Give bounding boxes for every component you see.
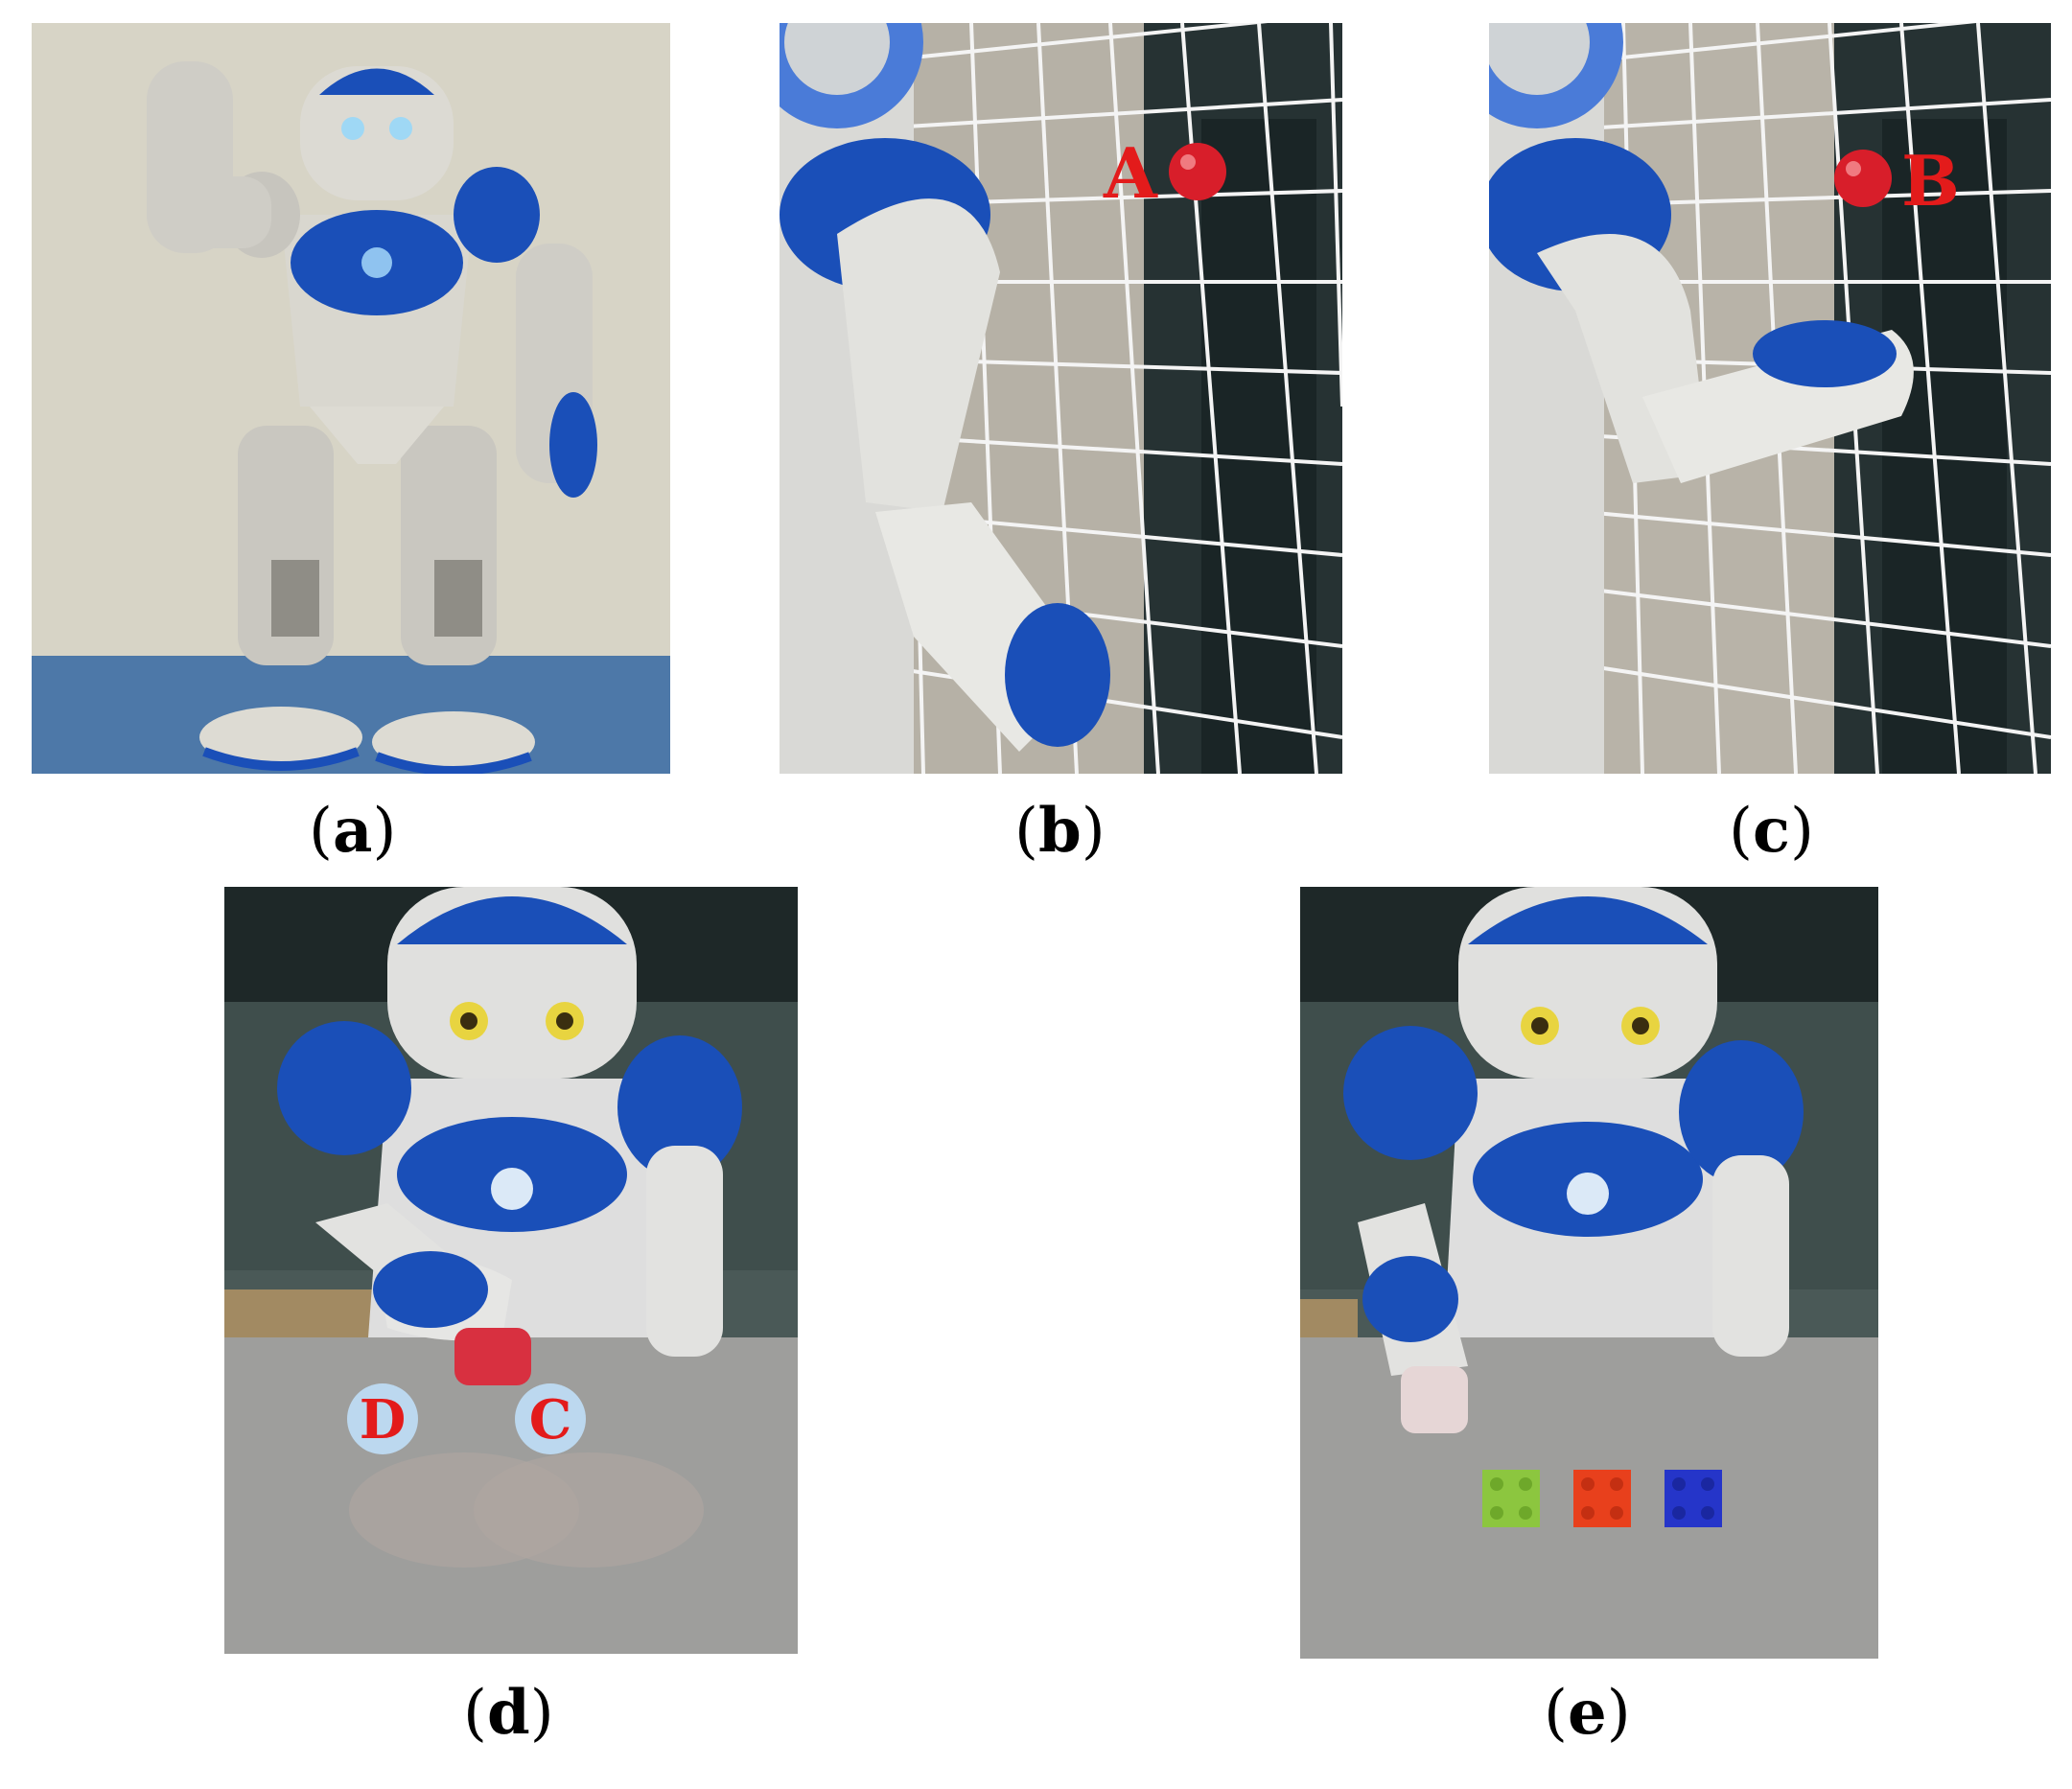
robot-arm-point-b-photo: B bbox=[1489, 23, 2051, 774]
marker-d-label: D bbox=[360, 1388, 407, 1452]
panel-b-image: A bbox=[780, 23, 1342, 774]
panel-e-image bbox=[1300, 887, 1878, 1659]
marker-b-label: B bbox=[1901, 140, 1960, 221]
robot-arm-point-a-photo: A bbox=[780, 23, 1342, 774]
caption-c: (c) bbox=[1729, 795, 1814, 867]
marker-c-label: C bbox=[529, 1388, 572, 1452]
marker-a-label: A bbox=[1103, 132, 1158, 214]
blue-block bbox=[1665, 1470, 1722, 1527]
robot-standing-photo bbox=[32, 23, 670, 774]
panel-a-image bbox=[32, 23, 670, 774]
robot-table-markers-photo: D C bbox=[224, 887, 798, 1654]
red-block bbox=[1573, 1470, 1631, 1527]
robot-table-blocks-photo bbox=[1300, 887, 1878, 1659]
panel-c-image: B bbox=[1489, 23, 2051, 774]
caption-b: (b) bbox=[1014, 795, 1106, 867]
panel-d-image: D C bbox=[224, 887, 798, 1654]
caption-d: (d) bbox=[463, 1677, 554, 1749]
caption-a: (a) bbox=[309, 795, 397, 867]
caption-e: (e) bbox=[1544, 1677, 1631, 1749]
green-block bbox=[1482, 1470, 1540, 1527]
